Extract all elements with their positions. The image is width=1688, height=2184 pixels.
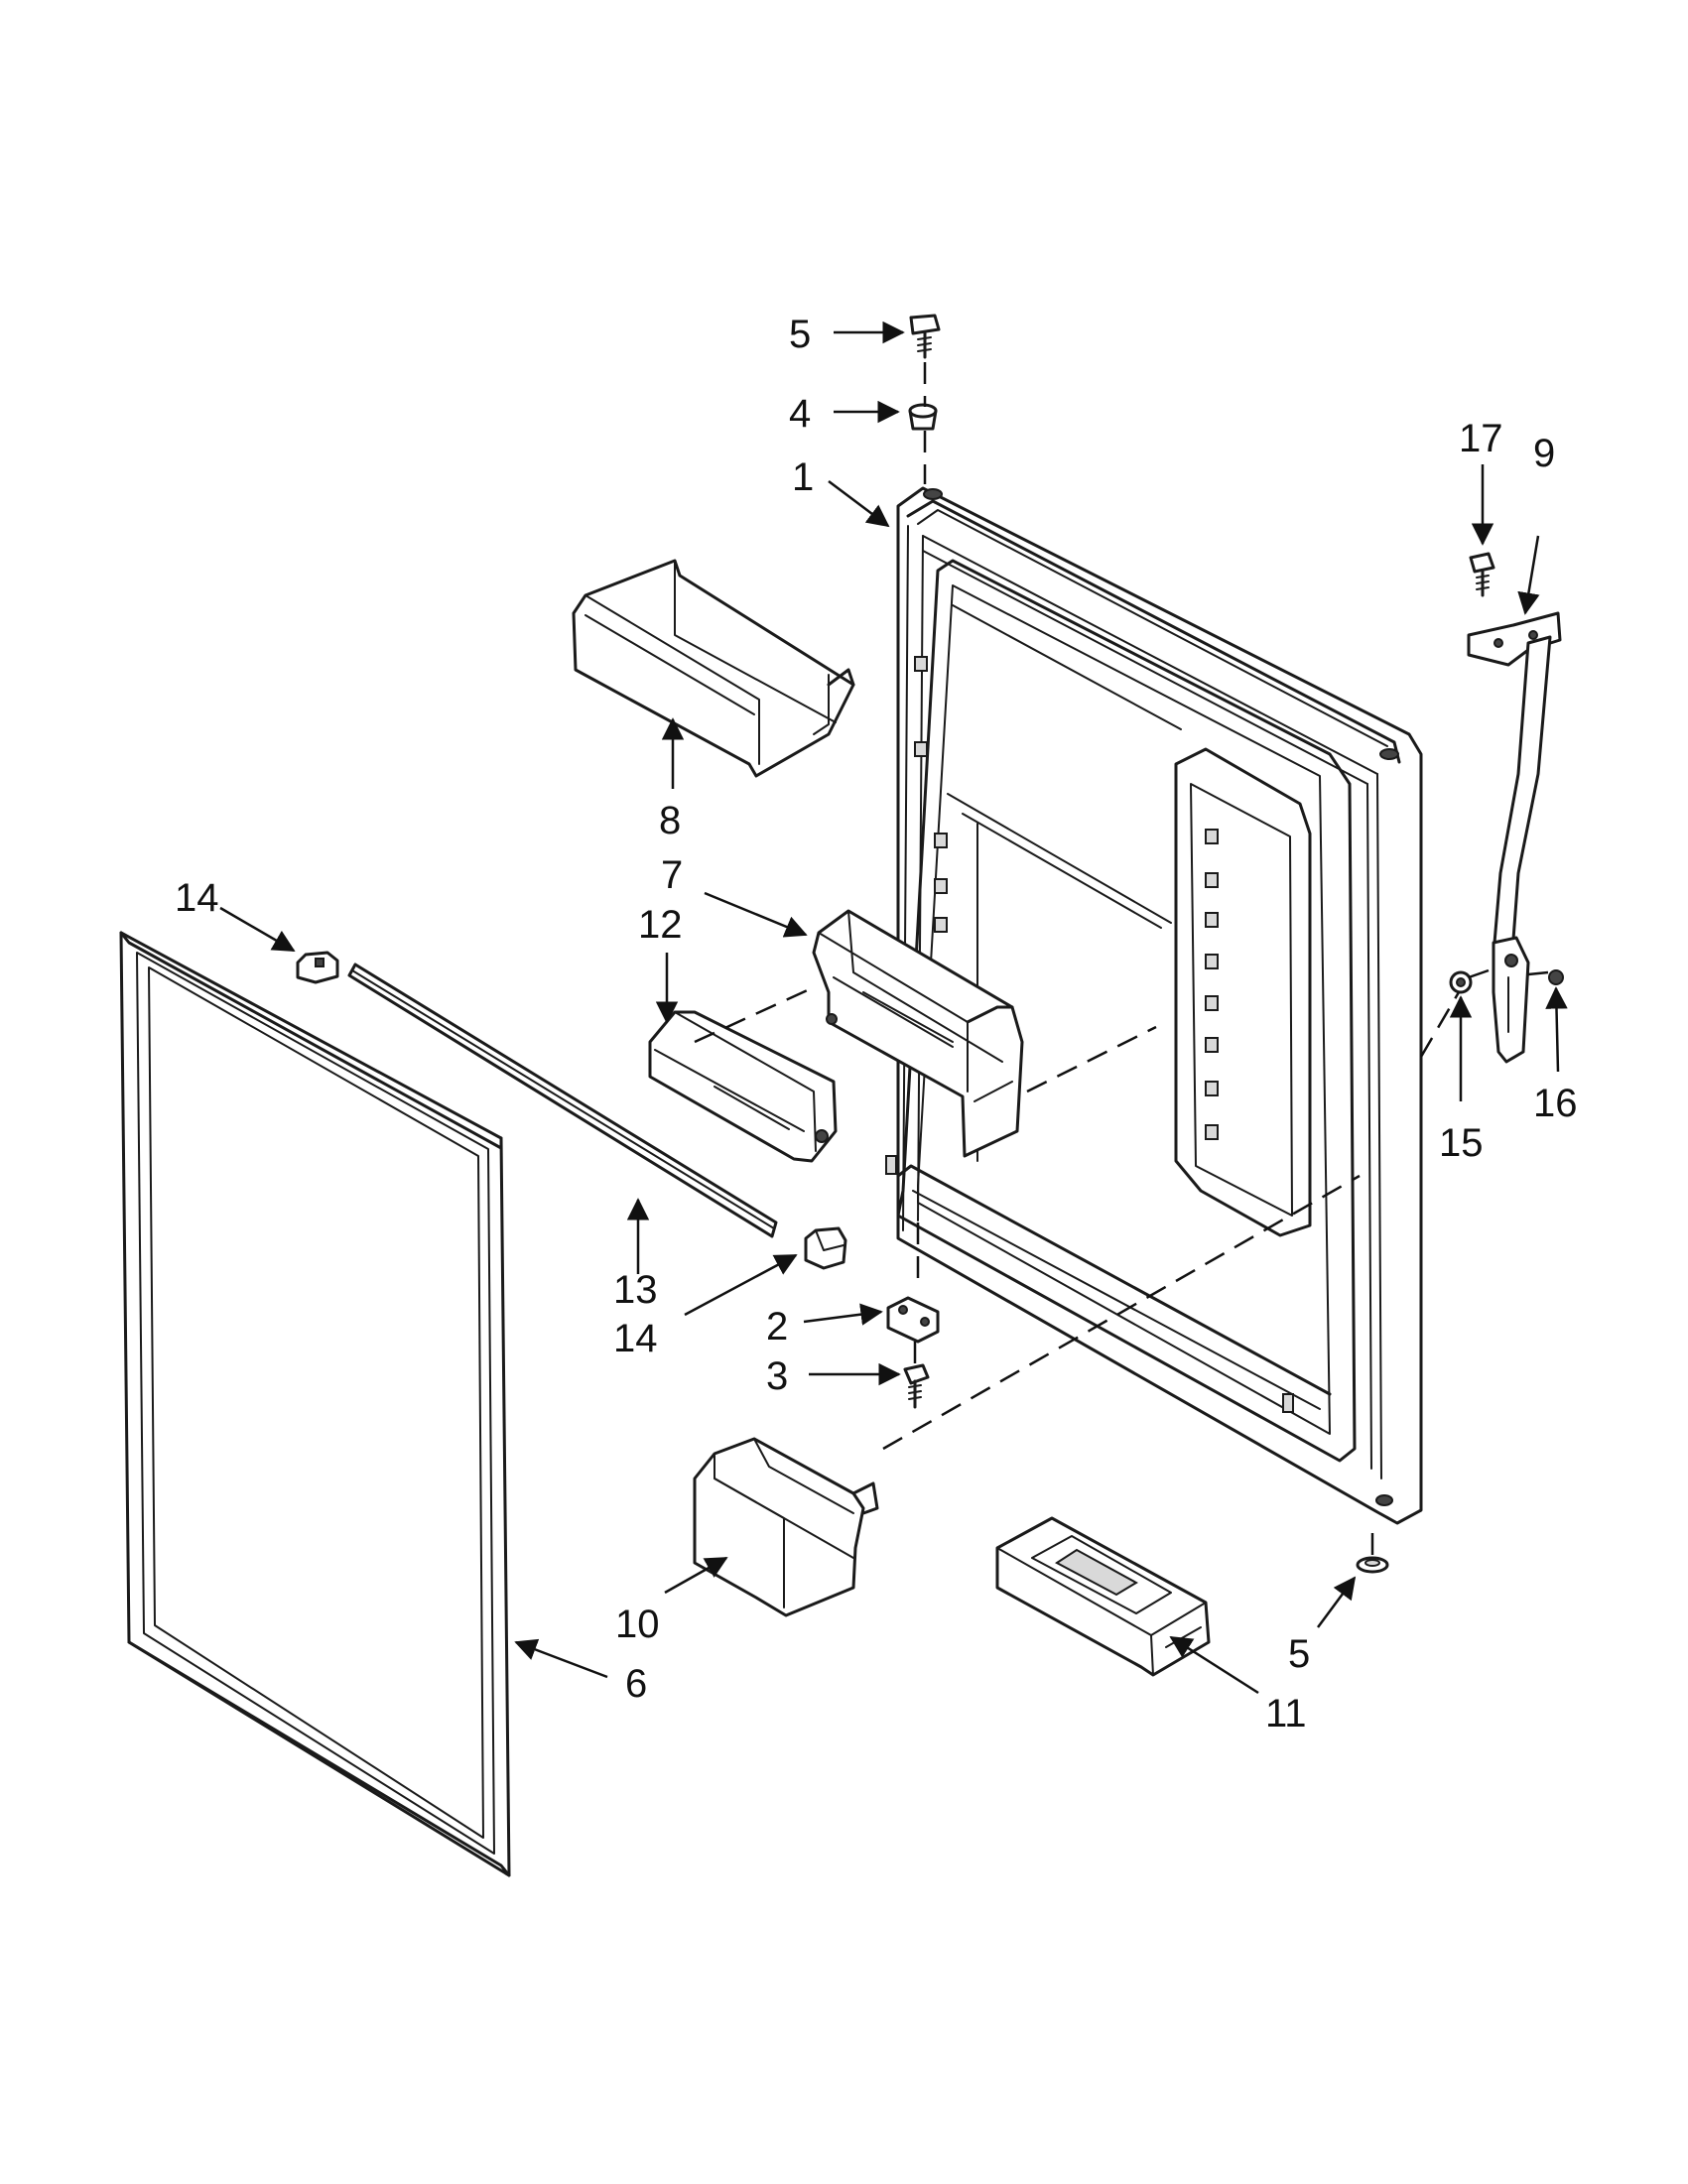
callout-8: 8 [659,799,681,842]
door-gasket-part [119,931,511,1877]
upper-door-bin-part [572,559,855,778]
hinge-bracket-part [886,1296,940,1344]
end-cap-top-part [296,951,339,984]
callout-6: 6 [625,1662,647,1706]
lower-tray-part [995,1516,1211,1677]
callout-10: 10 [615,1603,660,1646]
callout-14-mid: 14 [613,1317,658,1360]
callout-12: 12 [638,903,683,947]
liner-shelf-clips-right [1205,829,1219,1140]
hinge-bushing-part [908,403,938,431]
callout-1: 1 [792,455,814,499]
callout-9: 9 [1533,432,1555,475]
callout-14-top: 14 [175,876,219,920]
callout-17: 17 [1459,417,1503,460]
callout-16: 16 [1533,1082,1578,1125]
callout-15: 15 [1439,1121,1484,1165]
callout-11: 11 [1265,1692,1307,1735]
set-screw-16-part [1548,969,1564,985]
liner-shelf-clips-left [914,656,948,933]
callout-5-top: 5 [789,313,811,356]
callout-3: 3 [766,1354,788,1398]
lower-door-bin-part [693,1437,879,1617]
end-cap-mid-part [804,1226,847,1270]
hinge-screw-part [903,1363,930,1409]
callout-labels: 5 4 1 8 7 12 14 13 14 2 3 10 6 5 11 17 9… [175,313,1578,1735]
callout-4: 4 [789,392,811,436]
callout-5-bottom: 5 [1288,1632,1310,1676]
dairy-door-cover-part [648,1010,838,1163]
callout-7: 7 [661,853,683,897]
dairy-door-bin-part [812,909,1024,1158]
top-screw-part [909,314,941,359]
bottom-bushing-part [1356,1556,1389,1574]
trim-rod-part [347,963,778,1238]
hinge-screw-17-part [1469,552,1495,597]
callout-2: 2 [766,1305,788,1349]
door-handle-part [1467,611,1562,1064]
callout-leaders [219,321,1568,1695]
assembly-lines [694,362,1549,1556]
callout-13: 13 [613,1268,658,1312]
handle-screw-15-part [1449,970,1473,994]
door-liner-part [885,486,1423,1525]
